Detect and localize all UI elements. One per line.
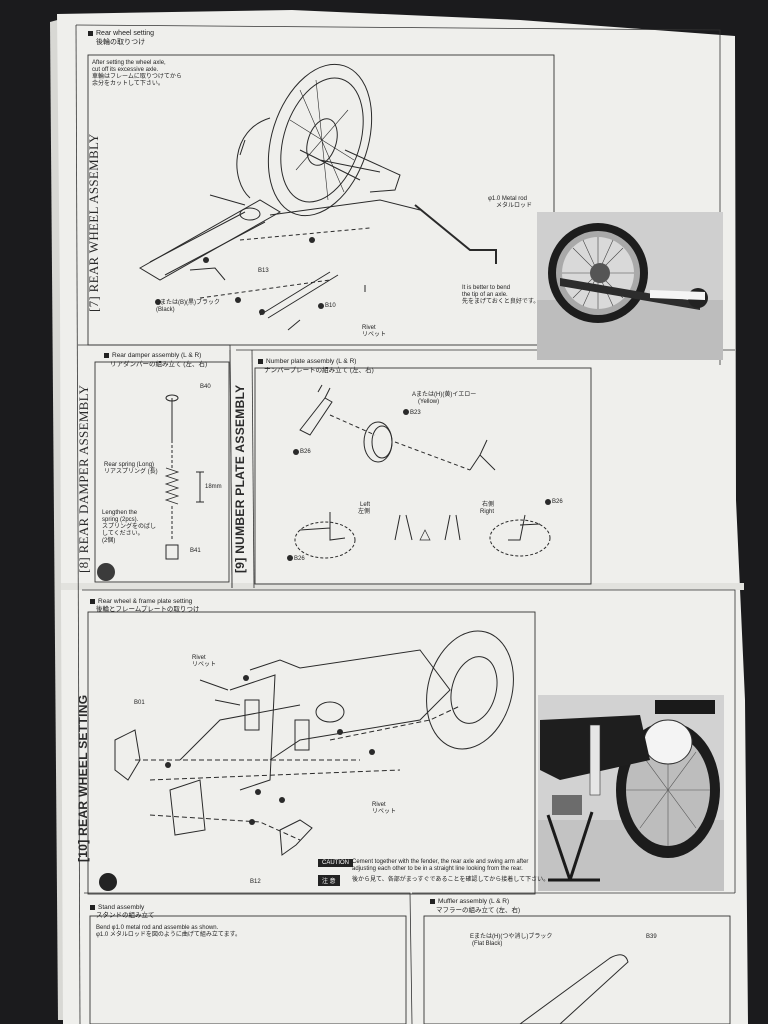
stand-text-2: φ1.0 メタルロッドを図のように曲げて組み立てます。 xyxy=(96,932,241,938)
left-label: Left xyxy=(360,502,371,508)
bend-tip-note-1: It is better to bend xyxy=(462,285,511,291)
lengthen-note-3: スプリングをのばし xyxy=(102,524,157,530)
rear-spring-label-jp: リアスプリング (長) xyxy=(104,469,158,475)
muffler-paint-label: Eまたは(H)(つや消し)ブラック xyxy=(470,934,553,940)
bend-tip-note-2: the tip of an axle. xyxy=(462,292,508,298)
frame-plate-diagram xyxy=(114,630,514,856)
part-label-b13: B13 xyxy=(258,268,269,274)
step-indicator-10 xyxy=(99,873,117,891)
muffler-paint-label-en: (Flat Black) xyxy=(472,941,503,947)
part-label-b26-right: B26 xyxy=(552,499,563,505)
part-label-b26-left: B26 xyxy=(294,556,305,562)
muffler-diagram xyxy=(519,954,629,1024)
section-9-subhead-jp: ナンバープレートの組み立て (左、右) xyxy=(264,367,374,374)
section-10-title: [10] REAR WHEEL SETTING xyxy=(76,694,90,862)
stand-subhead: Stand assembly xyxy=(90,904,144,911)
lengthen-note-2: spring (2pcs). xyxy=(102,517,139,523)
caution-text-1: Cement together with the fender, the rea… xyxy=(352,859,529,865)
section-8-subhead-jp: リアダンパーの組み立て (左、右) xyxy=(110,361,208,368)
spring-length-dim: 18mm xyxy=(205,484,222,490)
rivet-label-10-bottom: Rivet xyxy=(372,802,386,808)
caution-text-2: adjusting each other to be in a straight… xyxy=(352,866,523,872)
part-label-b01: B01 xyxy=(134,700,145,706)
paint-black-label: Bまたは(B)(黒)ブラック xyxy=(156,300,220,306)
paint-yellow-label: Aまたは(H)(黄)イエロー xyxy=(412,392,477,398)
note-badge: 注 意 xyxy=(318,875,340,886)
part-label-b26-top: B26 xyxy=(300,449,311,455)
section-9-title: [9] NUMBER PLATE ASSEMBLY xyxy=(233,384,247,573)
rear-spring-label: Rear spring (Long) xyxy=(104,462,155,468)
muffler-subhead-jp: マフラーの組み立て (左、右) xyxy=(436,907,521,914)
section-8-subhead: Rear damper assembly (L & R) xyxy=(104,352,201,359)
number-plate-diagram xyxy=(294,384,551,559)
rivet-label: Rivet xyxy=(362,325,376,331)
paint-black-label-en: (Black) xyxy=(156,307,175,313)
damper-diagram xyxy=(164,394,204,560)
section-10-subhead-jp: 後輪とフレームプレートの取りつけ xyxy=(96,606,200,613)
part-label-b12: B12 xyxy=(250,879,261,885)
axle-note-4: 余分をカットして下さい。 xyxy=(92,81,164,87)
lengthen-note-4: してください。 xyxy=(102,531,144,537)
left-label-jp: 左側 xyxy=(358,509,371,515)
part-label-b41: B41 xyxy=(190,548,201,554)
axle-note-1: After setting the wheel axle, xyxy=(92,60,166,66)
axle-note-3: 車輪はフレームに取りつけてから xyxy=(92,74,182,80)
stand-subhead-jp: スタンドの組み立て xyxy=(96,912,155,919)
part-label-b39: B39 xyxy=(646,934,657,940)
part-label-b40: B40 xyxy=(200,384,211,390)
rivet-label-10-bottom-jp: リベット xyxy=(372,809,397,815)
callout-dots xyxy=(155,237,324,315)
rivet-label-jp: リベット xyxy=(362,332,387,338)
axle-note-2: cut off its excessive axle. xyxy=(92,67,159,73)
caution-badge: CAUTION xyxy=(318,859,353,867)
section-7-title: [7] REAR WHEEL ASSEMBLY xyxy=(86,133,101,312)
bend-tip-note-3: 先をまげておくと良好です。 xyxy=(462,299,540,305)
lengthen-note-1: Lengthen the xyxy=(102,510,138,516)
muffler-subhead: Muffler assembly (L & R) xyxy=(430,898,509,905)
rivet-label-10-top: Rivet xyxy=(192,655,206,661)
right-label-jp: 右側 xyxy=(482,502,495,508)
section-7-subhead-jp: 後輪の取りつけ xyxy=(96,39,146,46)
paint-yellow-label-en: (Yellow) xyxy=(418,399,440,405)
rear-frame-photo xyxy=(538,695,724,891)
metal-rod-label: φ1.0 Metal rod xyxy=(488,196,527,202)
section-8-title: [8] REAR DAMPER ASSEMBLY xyxy=(76,384,91,573)
section-9-subhead: Number plate assembly (L & R) xyxy=(258,358,356,365)
right-label: Right xyxy=(480,509,495,515)
rivet-label-10-top-jp: リベット xyxy=(192,662,217,668)
part-label-b23: B23 xyxy=(410,410,421,416)
section-10-subhead: Rear wheel & frame plate setting xyxy=(90,598,192,605)
lengthen-note-5: (2個) xyxy=(102,538,116,544)
stand-text-1: Bend φ1.0 metal rod and assemble as show… xyxy=(96,925,219,931)
step-indicator-8 xyxy=(97,563,115,581)
part-label-b10: B10 xyxy=(325,303,336,309)
metal-rod-label-jp: メタルロッド xyxy=(496,203,533,209)
note-text: 後から見て、各部がまっすぐであることを確認してから接着して下さい。 xyxy=(352,877,550,883)
section-7-subhead: Rear wheel setting xyxy=(88,30,154,38)
rear-wheel-diagram xyxy=(139,63,497,331)
rear-wheel-photo xyxy=(537,212,723,360)
